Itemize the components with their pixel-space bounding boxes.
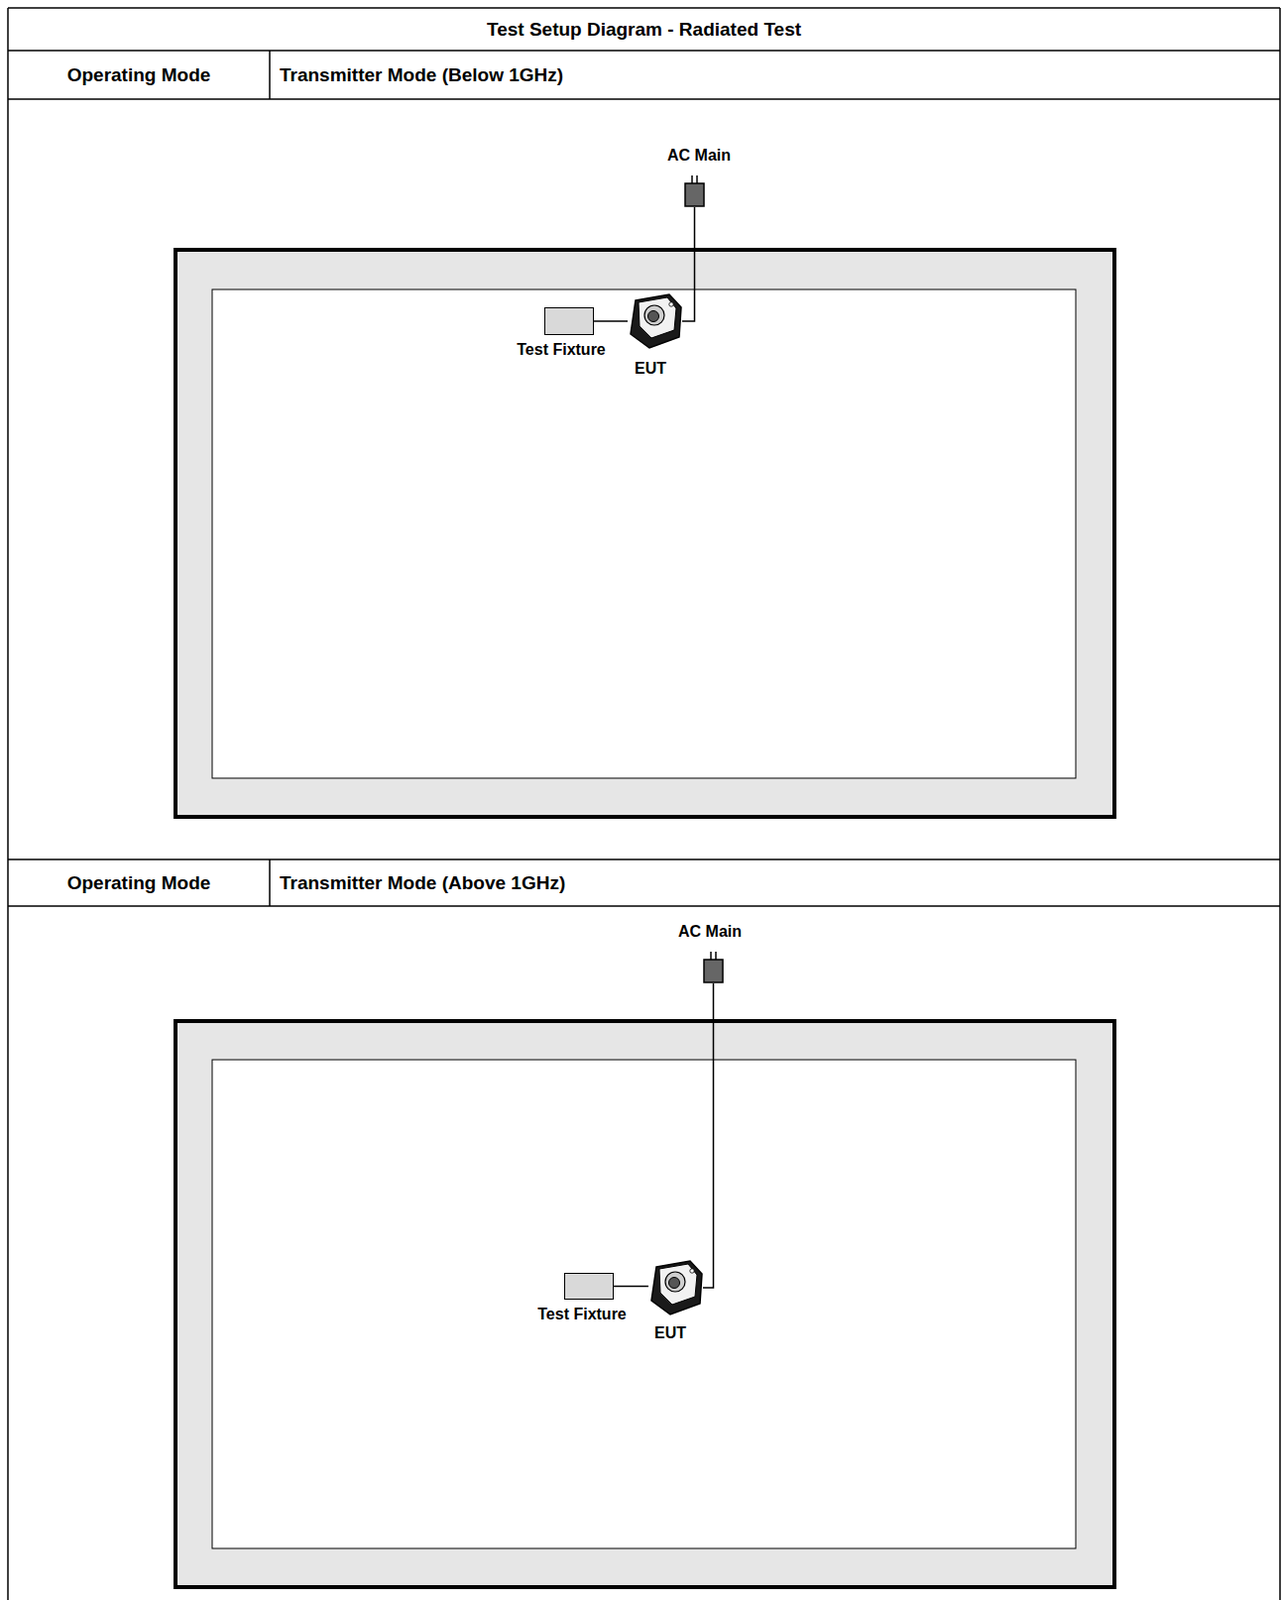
cable — [593, 320, 628, 323]
eut-body — [630, 294, 682, 349]
chamber-floor — [212, 1059, 1076, 1549]
eut-lens-core — [669, 1278, 681, 1289]
row-value: Transmitter Mode (Below 1GHz) — [279, 64, 564, 87]
chamber-wall — [175, 1021, 1115, 1588]
node-label: AC Main — [667, 146, 731, 165]
cable — [682, 207, 696, 322]
table-line — [7, 98, 1281, 101]
table-line — [7, 905, 1281, 908]
node-label: Test Fixture — [516, 341, 606, 359]
eut-device: EUT — [627, 293, 683, 350]
eut-device: EUT — [648, 1260, 703, 1316]
plug-shape — [702, 951, 724, 984]
node-label: AC Main — [678, 923, 742, 941]
eut-indicator — [669, 302, 674, 307]
eut-indicator — [690, 1269, 695, 1274]
power-plug: AC Main — [702, 951, 724, 984]
eut-shape — [648, 1260, 703, 1316]
chamber-wall — [175, 249, 1115, 817]
table-line — [7, 858, 1281, 861]
plug-prong — [714, 951, 717, 960]
plug-body — [703, 959, 723, 983]
test-fixture: Test Fixture — [544, 307, 594, 336]
fixture-shape — [544, 307, 594, 336]
eut-lens-core — [648, 311, 660, 323]
power-plug: AC Main — [684, 175, 705, 208]
eut-lens — [665, 1272, 686, 1292]
table-line — [7, 49, 1281, 52]
table-line — [6, 7, 9, 1600]
row-heading: Operating Mode — [67, 64, 212, 87]
table-line — [7, 6, 1281, 9]
eut-lens — [644, 305, 665, 326]
table-line — [268, 50, 271, 100]
fixture-shape — [564, 1273, 614, 1300]
plug-prong — [709, 951, 712, 960]
fixture-body — [565, 1274, 614, 1300]
row-value: Transmitter Mode (Above 1GHz) — [279, 872, 566, 895]
table-line — [268, 859, 271, 907]
plug-body — [685, 183, 704, 207]
eut-shape — [627, 293, 683, 350]
chamber — [175, 249, 1115, 817]
cable — [613, 1285, 649, 1288]
chamber — [175, 1021, 1115, 1588]
cable — [702, 983, 714, 1288]
test-fixture: Test Fixture — [564, 1273, 614, 1300]
node-label: EUT — [654, 1324, 687, 1343]
chamber-floor — [212, 289, 1076, 779]
eut-face — [638, 297, 677, 339]
table-line — [1279, 7, 1282, 1600]
fixture-body — [545, 308, 594, 336]
plug-prong — [696, 175, 699, 184]
plug-shape — [684, 175, 705, 208]
node-label: Test Fixture — [537, 1305, 627, 1324]
plug-prong — [691, 175, 694, 184]
table-title: Test Setup Diagram - Radiated Test — [486, 18, 802, 41]
node-label: EUT — [634, 359, 667, 378]
eut-face — [659, 1264, 698, 1305]
eut-body — [651, 1261, 702, 1315]
row-heading: Operating Mode — [67, 872, 212, 895]
